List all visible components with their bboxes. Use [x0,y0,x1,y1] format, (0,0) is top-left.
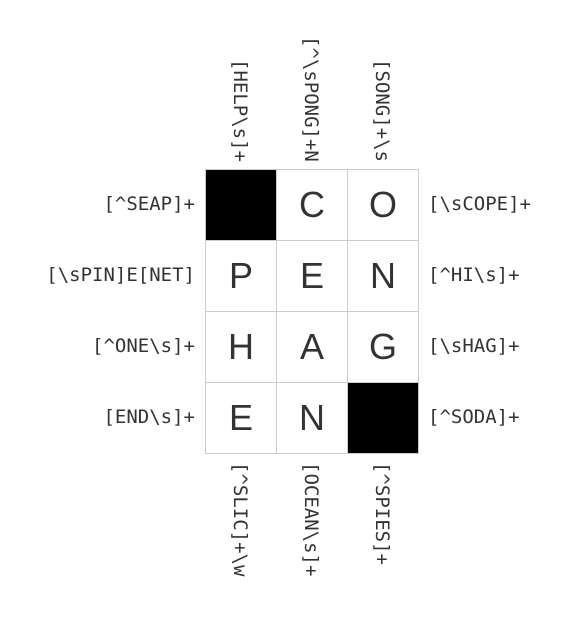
grid-cell[interactable]: E [206,383,277,454]
column-clue-bottom: [^SPIES]+ [371,462,393,565]
row-clue-left: [^ONE\s]+ [92,335,195,357]
column-clue-bottom: [OCEAN\s]+ [300,462,322,577]
grid-cell [206,170,277,241]
grid-cell[interactable]: N [348,241,419,312]
grid-cell[interactable]: P [206,241,277,312]
puzzle-grid: C O P E N H A G E N [205,169,419,454]
row-clue-right: [\sHAG]+ [428,335,520,357]
row-clue-right: [^HI\s]+ [428,264,520,286]
row-clue-left: [END\s]+ [103,406,195,428]
grid-cell[interactable]: G [348,312,419,383]
column-clue-top: [SONG]+\s [371,59,393,162]
grid-cell[interactable]: H [206,312,277,383]
row-clue-left: [^SEAP]+ [103,193,195,215]
column-clue-top: [HELP\s]+ [229,59,251,162]
grid-cell[interactable]: O [348,170,419,241]
row-clue-right: [^SODA]+ [428,406,520,428]
column-clue-bottom: [^SLIC]+\w [229,462,251,577]
column-clue-top: [^\sPONG]+N [300,36,322,162]
grid-cell[interactable]: N [277,383,348,454]
row-clue-left: [\sPIN]E[NET] [46,264,195,286]
grid-cell[interactable]: E [277,241,348,312]
grid-cell [348,383,419,454]
grid-cell[interactable]: A [277,312,348,383]
row-clue-right: [\sCOPE]+ [428,193,531,215]
grid-cell[interactable]: C [277,170,348,241]
